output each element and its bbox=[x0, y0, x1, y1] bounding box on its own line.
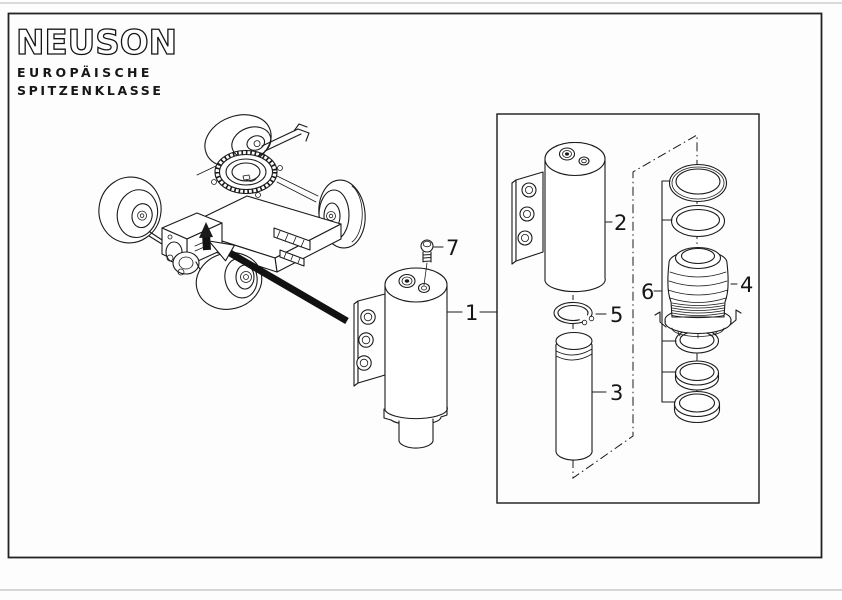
seal-ring-c bbox=[673, 390, 721, 424]
part-7-screw: 7 bbox=[420, 236, 459, 286]
brand-logo: NEUSON EUROPÄISCHE SPITZENKLASSE bbox=[15, 22, 177, 98]
callout-7-number: 7 bbox=[446, 236, 459, 260]
seal-ring-b bbox=[674, 360, 720, 391]
part-6-seal-kit: 6 bbox=[641, 163, 728, 424]
location-marker bbox=[199, 222, 213, 251]
part-1-cylinder-assembly bbox=[353, 267, 448, 449]
callout-1: 1 bbox=[446, 301, 498, 325]
vehicle-slewing-ring bbox=[211, 149, 283, 198]
callout-3-number: 3 bbox=[610, 381, 623, 405]
callout-6-bracket bbox=[653, 180, 677, 403]
brand-tagline-line2: SPITZENKLASSE bbox=[17, 83, 164, 98]
part-2-bracket bbox=[511, 171, 544, 265]
vehicle-rear-frame bbox=[196, 123, 319, 203]
location-arrow bbox=[208, 240, 349, 325]
callout-4-number: 4 bbox=[740, 273, 753, 297]
brand-wordmark: NEUSON bbox=[16, 23, 177, 63]
part-1-bracket bbox=[353, 293, 386, 387]
part-4-guide-bushing: 4 bbox=[654, 246, 753, 339]
vehicle-step-bracket bbox=[273, 227, 311, 267]
callout-2-number: 2 bbox=[614, 211, 627, 235]
part-5-snap-ring: 5 bbox=[553, 301, 623, 327]
callout-5-number: 5 bbox=[610, 303, 623, 327]
part-1-body bbox=[383, 267, 448, 449]
part-2-cylinder-body: 2 bbox=[511, 141, 627, 293]
brand-tagline-line1: EUROPÄISCHE bbox=[17, 65, 153, 80]
callout-6-number: 6 bbox=[641, 280, 654, 304]
callout-1-number: 1 bbox=[465, 301, 478, 325]
detail-box bbox=[496, 113, 760, 504]
seal-o-ring-2 bbox=[670, 204, 726, 238]
vehicle-illustration bbox=[98, 114, 366, 310]
seal-o-ring-1 bbox=[668, 163, 728, 203]
page-border bbox=[7, 12, 823, 559]
vehicle-left-wheel bbox=[98, 176, 162, 244]
part-3-piston-rod: 3 bbox=[555, 331, 623, 461]
